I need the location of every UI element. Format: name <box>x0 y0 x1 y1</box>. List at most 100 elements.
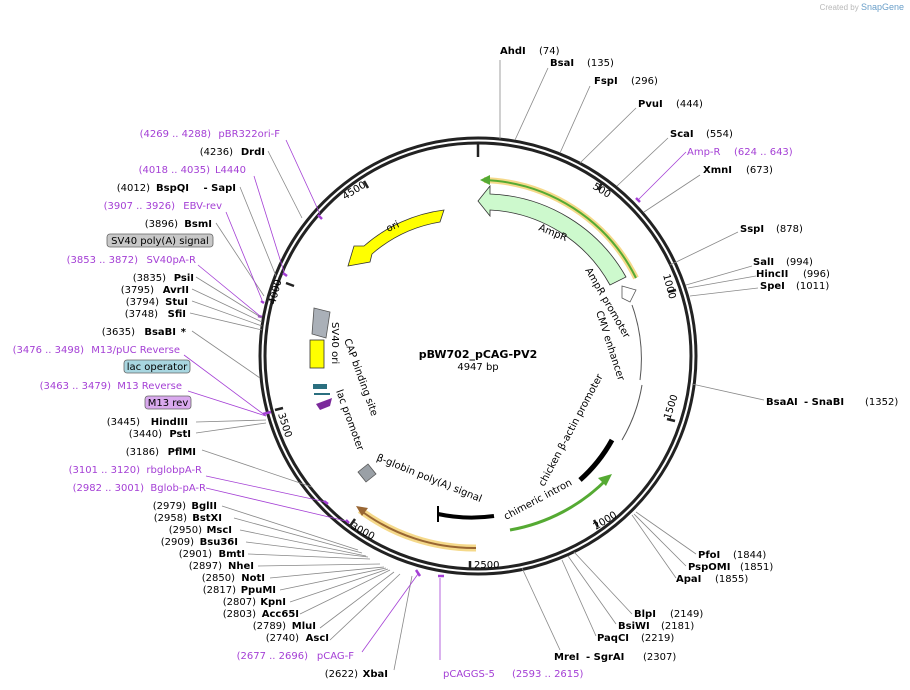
sv40-ori-shape <box>309 339 325 369</box>
site-spei[interactable]: SpeI <box>760 281 785 292</box>
site-bmti-pos: (2901) <box>179 549 212 560</box>
site-psti[interactable]: PstI <box>169 429 191 440</box>
tick-label-2000: 2000 <box>592 510 619 533</box>
site-stui[interactable]: StuI <box>165 297 188 308</box>
site-fspi[interactable]: FspI <box>594 76 618 87</box>
feature-box-labels: M13 rev lac operator SV40 poly(A) signal <box>106 233 214 410</box>
tick-label-2500: 2500 <box>474 560 499 571</box>
site-ahdi[interactable]: AhdI <box>500 46 526 57</box>
site-pflmi[interactable]: PflMI <box>168 447 196 458</box>
site-bsu36i[interactable]: Bsu36I <box>200 537 238 548</box>
site-psii-pos: (3835) <box>133 273 166 284</box>
site-bglob-pa-r[interactable]: Bglob-pA-R <box>150 483 206 494</box>
site-pcaggs-5[interactable]: pCAGGS-5 <box>443 669 495 680</box>
site-bsmi[interactable]: BsmI <box>184 219 212 230</box>
site-pspomi[interactable]: PspOMI <box>688 562 730 573</box>
site-spei-pos: (1011) <box>796 281 829 292</box>
site-mlui[interactable]: MluI <box>292 621 316 632</box>
primer-mark-pcag-f <box>414 569 422 577</box>
site-apai[interactable]: ApaI <box>676 574 701 585</box>
m13-rev-box <box>144 395 192 410</box>
lac-operator-label[interactable]: lac operator <box>127 362 188 373</box>
sv40-ori-label: SV40 ori <box>329 322 340 364</box>
site-sv40pa-r[interactable]: SV40pA-R <box>147 255 196 266</box>
credit-text: Created by <box>819 3 859 12</box>
m13-rev-label[interactable]: M13 rev <box>148 398 189 409</box>
site-bsiwi-pos: (2181) <box>661 621 694 632</box>
chimeric-intron-arrow <box>509 476 610 532</box>
site-pvui[interactable]: PvuI <box>638 99 663 110</box>
site-scai[interactable]: ScaI <box>670 129 694 140</box>
site-psti-pos: (3440) <box>129 429 162 440</box>
tick-1500 <box>666 417 676 423</box>
site-nhei[interactable]: NheI <box>228 561 254 572</box>
snapgene-logo-text: SnapGene <box>860 2 904 12</box>
site-l4440[interactable]: L4440 <box>215 165 246 176</box>
site-sali[interactable]: SalI <box>753 257 774 268</box>
site-bsmi-pos: (3896) <box>145 219 178 230</box>
site-rbglobpa-r-pos: (3101 .. 3120) <box>69 465 141 476</box>
site-scai-pos: (554) <box>706 129 733 140</box>
plasmid-size: 4947 bp <box>457 362 498 373</box>
primer-lines <box>183 139 687 660</box>
site-bsabi[interactable]: BsaBI <box>144 327 176 338</box>
site-bglii-pos: (2979) <box>153 501 186 512</box>
site-sspi[interactable]: SspI <box>740 224 764 235</box>
site-m13-reverse[interactable]: M13 Reverse <box>117 381 182 392</box>
beta-globin-polya-label: β-globin poly(A) signal <box>375 453 483 505</box>
site-asci[interactable]: AscI <box>306 633 329 644</box>
site-bsiwi[interactable]: BsiWI <box>618 621 650 632</box>
cap-binding-shape <box>313 384 327 389</box>
site-msci[interactable]: MscI <box>206 525 232 536</box>
site-psii[interactable]: PsiI <box>174 273 194 284</box>
site-bmti[interactable]: BmtI <box>218 549 245 560</box>
site-sapi[interactable]: - SapI <box>204 183 236 194</box>
site-hindiii[interactable]: HindIII <box>151 417 188 428</box>
site-bspqi[interactable]: BspQI <box>156 183 189 194</box>
site-amp-r[interactable]: Amp-R <box>687 147 721 158</box>
site-pspomi-pos: (1851) <box>740 562 773 573</box>
tick-label-1500: 1500 <box>662 393 680 421</box>
m13-rev-shape <box>316 398 332 410</box>
snapgene-credit: Created by SnapGene <box>820 2 904 12</box>
sv40-polya-box <box>106 233 214 248</box>
site-xbai[interactable]: XbaI <box>363 669 388 680</box>
site-sfii[interactable]: SfiI <box>168 309 186 320</box>
site-ppumi[interactable]: PpuMI <box>241 585 276 596</box>
chimeric-intron-arrowhead <box>598 474 612 486</box>
lac-operator-box <box>123 359 191 374</box>
site-bspqi-pos: (4012) <box>117 183 150 194</box>
site-avrii[interactable]: AvrII <box>163 285 189 296</box>
site-bstxi[interactable]: BstXI <box>192 513 222 524</box>
sv40-polya-shape <box>311 307 331 339</box>
sv40-polya-label[interactable]: SV40 poly(A) signal <box>111 236 209 247</box>
site-pfoi-pos: (1844) <box>733 550 766 561</box>
site-sgrai[interactable]: - SgrAI <box>586 652 624 663</box>
site-ahdi-pos: (74) <box>539 46 560 57</box>
site-drdi[interactable]: DrdI <box>241 147 265 158</box>
site-noti[interactable]: NotI <box>241 573 265 584</box>
site-mrei[interactable]: MreI <box>554 652 579 663</box>
site-mrei-pos: (2307) <box>643 652 676 663</box>
site-ebv-rev[interactable]: EBV-rev <box>183 201 222 212</box>
site-bsai[interactable]: BsaI <box>550 58 574 69</box>
tick-1000 <box>667 288 677 294</box>
site-rbglobpa-r[interactable]: rbglobpA-R <box>146 465 202 476</box>
site-pcag-f[interactable]: pCAG-F <box>317 651 354 662</box>
site-pbr322ori-f[interactable]: pBR322ori-F <box>218 129 280 140</box>
site-hincii[interactable]: HincII <box>756 269 788 280</box>
site-snabi[interactable]: - SnaBI <box>804 397 844 408</box>
site-m13-puc-reverse[interactable]: M13/pUC Reverse <box>91 345 180 356</box>
site-xmni[interactable]: XmnI <box>703 165 732 176</box>
site-sapi-name: SapI <box>211 183 236 194</box>
site-bsaai[interactable]: BsaAI <box>766 397 798 408</box>
site-pfoi[interactable]: PfoI <box>698 550 720 561</box>
site-kpni[interactable]: KpnI <box>260 597 286 608</box>
tick-3500 <box>274 406 284 412</box>
site-blpi[interactable]: BlpI <box>634 609 656 620</box>
site-paqci[interactable]: PaqCI <box>597 633 629 644</box>
site-xmni-pos: (673) <box>746 165 773 176</box>
site-bglii[interactable]: BglII <box>191 501 217 512</box>
site-acc65i[interactable]: Acc65I <box>262 609 299 620</box>
